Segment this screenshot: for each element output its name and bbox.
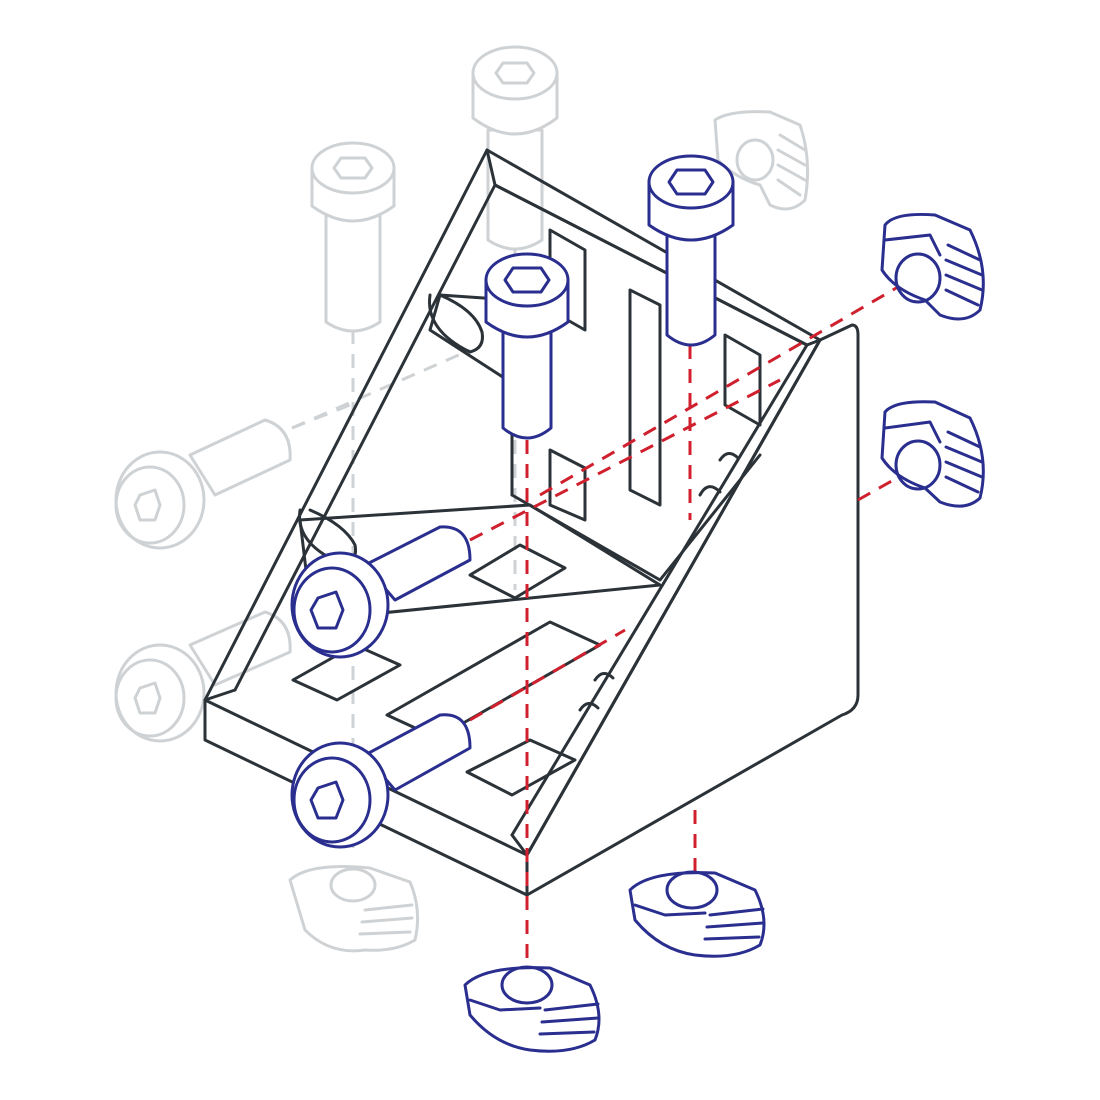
guide-line <box>469 628 626 722</box>
guide-line <box>469 378 781 542</box>
ghost-screw-vertical-left <box>310 141 396 333</box>
screw-vertical-right <box>647 154 735 347</box>
t-nut-bottom-right <box>628 870 766 958</box>
ghost-screw-horizontal-upper <box>114 418 292 550</box>
screw-horizontal-upper <box>290 525 472 659</box>
screw-horizontal-lower <box>290 713 472 849</box>
t-nut-right-top <box>880 213 985 321</box>
ghost-t-nut-top <box>713 110 810 211</box>
t-nut-bottom-center <box>463 965 601 1053</box>
screw-vertical-center <box>484 252 570 440</box>
ghost-t-nut-bottom <box>288 865 420 953</box>
alignment-guides <box>469 278 921 965</box>
ghost-screw-vertical-center <box>471 45 559 251</box>
highlighted-screws <box>290 154 735 849</box>
highlighted-t-nuts <box>463 213 985 1053</box>
t-nut-right-bottom <box>880 400 985 508</box>
